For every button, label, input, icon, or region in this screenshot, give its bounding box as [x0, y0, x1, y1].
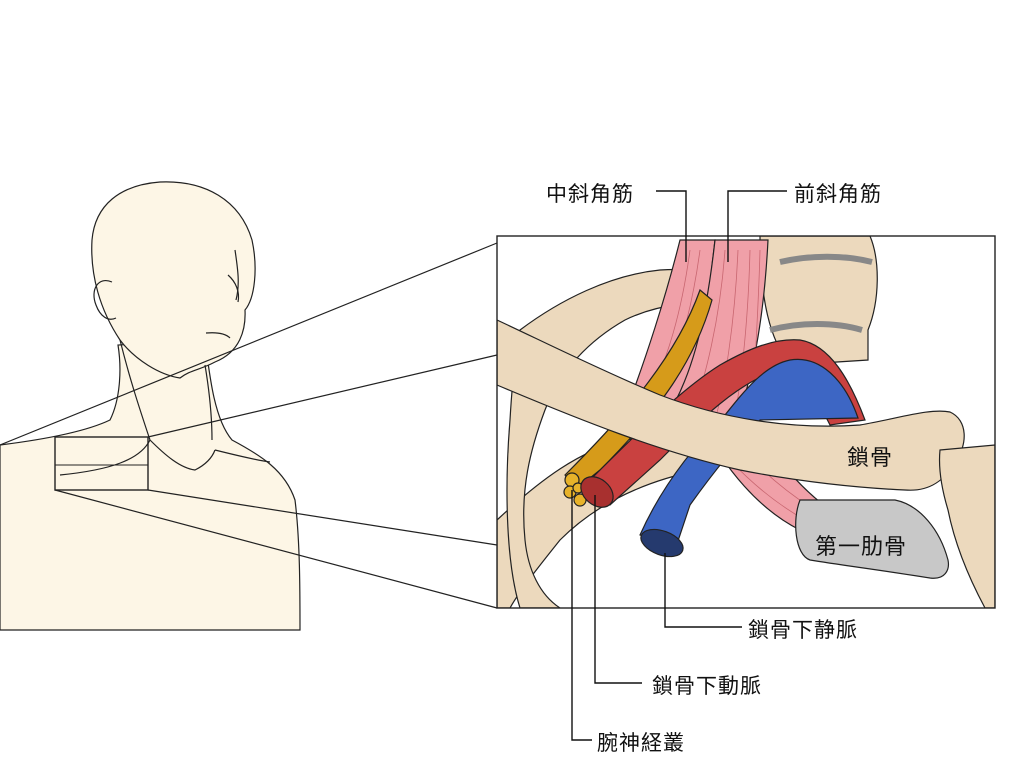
zoom-region-box — [54, 436, 149, 491]
label-subclavian-artery: 鎖骨下動脈 — [652, 674, 762, 698]
first-rib-segment — [795, 499, 950, 579]
label-middle-scalene: 中斜角筋 — [546, 182, 634, 206]
human-bust — [0, 181, 301, 631]
leader-lines — [571, 190, 787, 741]
head — [91, 181, 256, 379]
zoom-connector-lines — [0, 242, 498, 609]
sternum — [938, 444, 995, 608]
label-brachial-plexus: 腕神経叢 — [597, 731, 685, 755]
clavicle-bone — [497, 319, 965, 491]
label-anterior-scalene: 前斜角筋 — [794, 182, 882, 206]
label-subclavian-vein: 鎖骨下静脈 — [748, 618, 858, 642]
inset-frame — [496, 235, 996, 609]
shoulders-torso — [0, 339, 301, 631]
label-clavicle: 鎖骨 — [847, 446, 894, 471]
ear — [93, 280, 117, 320]
label-first-rib: 第一肋骨 — [815, 535, 908, 560]
magnified-inset — [496, 235, 996, 609]
